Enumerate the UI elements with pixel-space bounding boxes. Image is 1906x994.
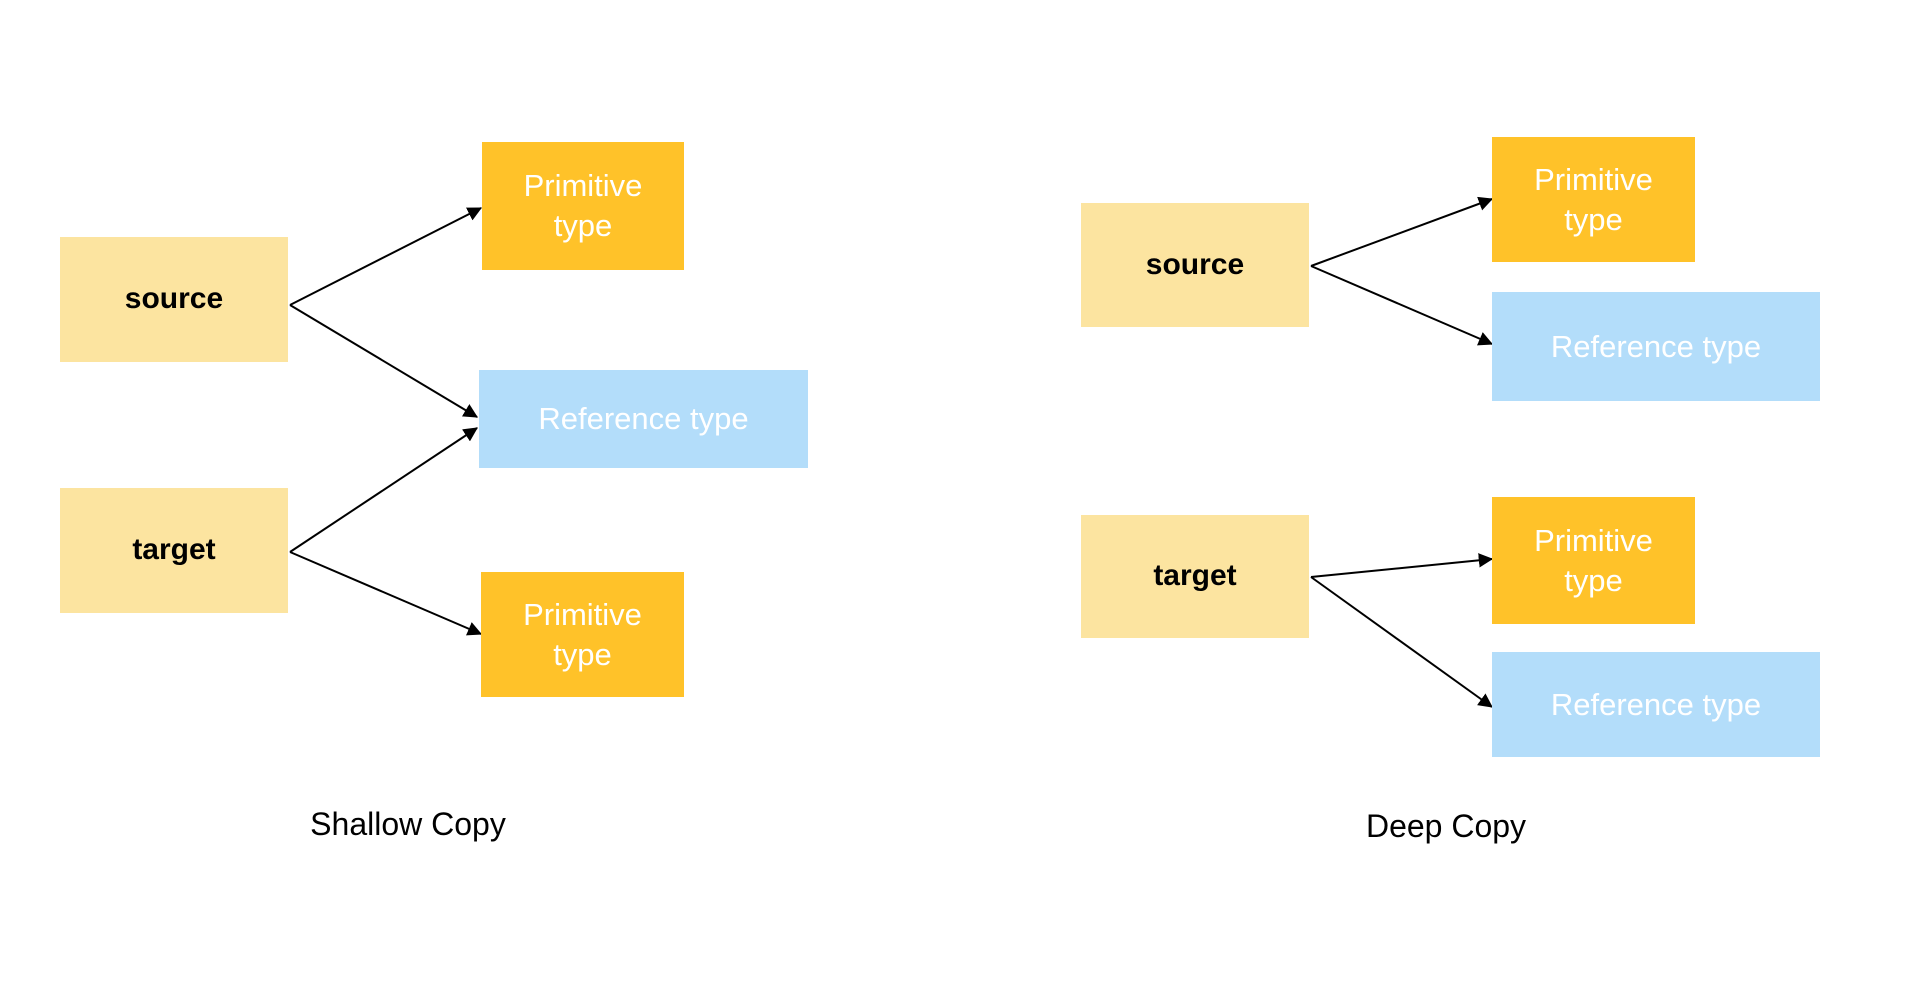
edge-shallow-source-to-reference	[289, 304, 478, 418]
shallow-primitive-bottom-box[interactable]: Primitive type	[481, 572, 684, 697]
deep-target-primitive-label-line2: type	[1564, 562, 1623, 598]
deep-copy-caption: Deep Copy	[1365, 808, 1527, 844]
shallow-target-box[interactable]: target	[60, 488, 288, 613]
deep-target-primitive-label-line1: Primitive	[1534, 522, 1653, 558]
deep-target-primitive-box[interactable]: Primitive type	[1492, 497, 1695, 624]
deep-target-reference-box[interactable]: Reference type	[1492, 652, 1820, 757]
edge-deep-target-to-primitive	[1310, 553, 1494, 578]
edge-shallow-target-to-reference	[289, 427, 478, 553]
edge-deep-target-to-reference	[1310, 576, 1493, 708]
deep-target-label: target	[1153, 559, 1237, 593]
deep-source-primitive-label-line1: Primitive	[1534, 161, 1653, 197]
deep-source-reference-box[interactable]: Reference type	[1492, 292, 1820, 401]
deep-source-primitive-box[interactable]: Primitive type	[1492, 137, 1695, 262]
shallow-primitive-top-label-line2: type	[553, 208, 613, 243]
deep-source-box[interactable]: source	[1081, 203, 1309, 327]
shallow-primitive-bottom-label-line2: type	[553, 636, 612, 672]
shallow-reference-shared-label: Reference type	[538, 401, 749, 437]
shallow-target-label: target	[132, 533, 216, 567]
shallow-copy-caption: Shallow Copy	[310, 806, 506, 842]
shallow-primitive-top-box[interactable]: Primitive type	[482, 142, 684, 270]
deep-source-reference-label: Reference type	[1550, 328, 1762, 364]
edge-deep-source-to-reference	[1310, 265, 1494, 346]
shallow-primitive-top-label-line1: Primitive	[523, 168, 643, 204]
edge-shallow-target-to-primitive-bottom	[289, 551, 483, 636]
shallow-reference-shared-box[interactable]: Reference type	[479, 370, 808, 468]
deep-target-box[interactable]: target	[1081, 515, 1309, 638]
shallow-source-box[interactable]: source	[60, 237, 288, 362]
deep-source-label: source	[1145, 247, 1245, 281]
deep-target-reference-label: Reference type	[1550, 686, 1762, 722]
shallow-primitive-bottom-label-line1: Primitive	[523, 596, 642, 632]
deep-source-primitive-label-line2: type	[1564, 201, 1623, 237]
edge-shallow-source-to-primitive-top	[289, 207, 483, 306]
shallow-source-label: source	[124, 282, 224, 316]
edge-deep-source-to-primitive	[1310, 196, 1494, 267]
